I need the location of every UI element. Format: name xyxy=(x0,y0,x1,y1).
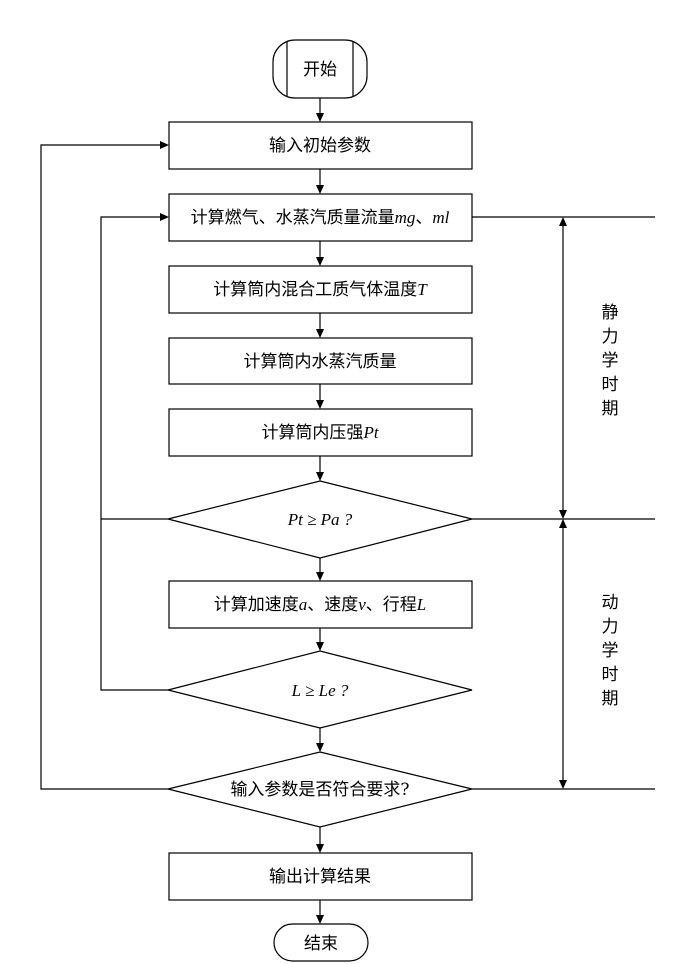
process-output: 输出计算结果 xyxy=(168,852,473,901)
end-terminal: 结束 xyxy=(273,923,369,962)
connectors xyxy=(40,98,655,924)
process-calc-gas-flow: 计算燃气、水蒸汽质量流量mg、ml xyxy=(168,193,473,242)
pressure-check-label: Pt ≥ Pa ? xyxy=(287,510,353,529)
calc-motion-label: 计算加速度a、速度v、行程L xyxy=(214,595,427,615)
dynamic-phase-label: 动力学时期 xyxy=(602,593,619,709)
stroke-check-label: L ≥ Le ? xyxy=(291,681,349,700)
start-terminal: 开始 xyxy=(272,39,368,99)
decision-pressure-check: Pt ≥ Pa ? xyxy=(167,480,473,559)
calc-pressure-label: 计算筒内压强Pt xyxy=(261,423,379,443)
process-input-params: 输入初始参数 xyxy=(168,121,473,170)
input-params-label: 输入初始参数 xyxy=(269,136,371,156)
process-calc-temperature: 计算筒内混合工质气体温度T xyxy=(168,265,473,314)
process-calc-motion: 计算加速度a、速度v、行程L xyxy=(168,580,473,629)
start-label: 开始 xyxy=(303,60,337,80)
calc-temperature-label: 计算筒内混合工质气体温度T xyxy=(213,280,428,300)
decision-params-check: 输入参数是否符合要求? xyxy=(167,751,473,828)
output-label: 输出计算结果 xyxy=(269,867,371,887)
calc-gas-flow-label: 计算燃气、水蒸汽质量流量mg、ml xyxy=(191,208,450,228)
calc-vapor-mass-label: 计算筒内水蒸汽质量 xyxy=(244,352,397,372)
params-check-label: 输入参数是否符合要求? xyxy=(230,780,409,800)
static-phase-label: 静力学时期 xyxy=(602,303,619,419)
end-label: 结束 xyxy=(304,934,338,954)
process-calc-pressure: 计算筒内压强Pt xyxy=(168,408,473,457)
decision-stroke-check: L ≥ Le ? xyxy=(167,650,473,729)
process-calc-vapor-mass: 计算筒内水蒸汽质量 xyxy=(168,337,473,385)
